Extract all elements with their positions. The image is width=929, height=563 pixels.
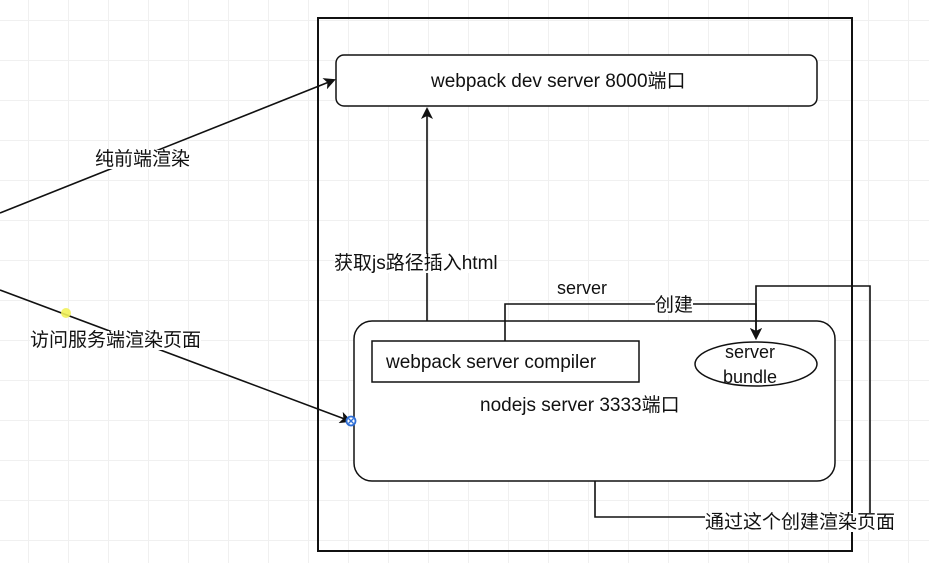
connection-x-icon xyxy=(348,418,354,424)
edge-label-render-via-bundle: 通过这个创建渲染页面 xyxy=(705,512,896,533)
edge-render-via-bundle[interactable] xyxy=(594,285,871,518)
server-bundle-ellipse[interactable] xyxy=(694,341,818,387)
edge-pure-frontend[interactable] xyxy=(0,78,336,214)
compiler-label: webpack server compiler xyxy=(386,352,597,373)
edge-label-server-render: 访问服务端渲染页面 xyxy=(30,330,202,351)
dev-server-box[interactable] xyxy=(335,54,818,107)
edge-label-compiler-server: server xyxy=(557,278,608,298)
bundle-label-line2: bundle xyxy=(723,367,778,387)
edge-server-render[interactable] xyxy=(0,289,352,424)
edge-label-get-js-path: 获取js路径插入html xyxy=(334,253,498,274)
dev-server-label: webpack dev server 8000端口 xyxy=(431,71,686,92)
bundle-label-line1: server xyxy=(725,342,776,362)
edge-label-pure-frontend: 纯前端渲染 xyxy=(95,149,191,170)
outer-container[interactable] xyxy=(317,17,853,552)
nodejs-server-label: nodejs server 3333端口 xyxy=(480,395,680,416)
edge-hover-dot xyxy=(61,308,71,318)
edge-label-compiler-create: 创建 xyxy=(655,295,694,316)
